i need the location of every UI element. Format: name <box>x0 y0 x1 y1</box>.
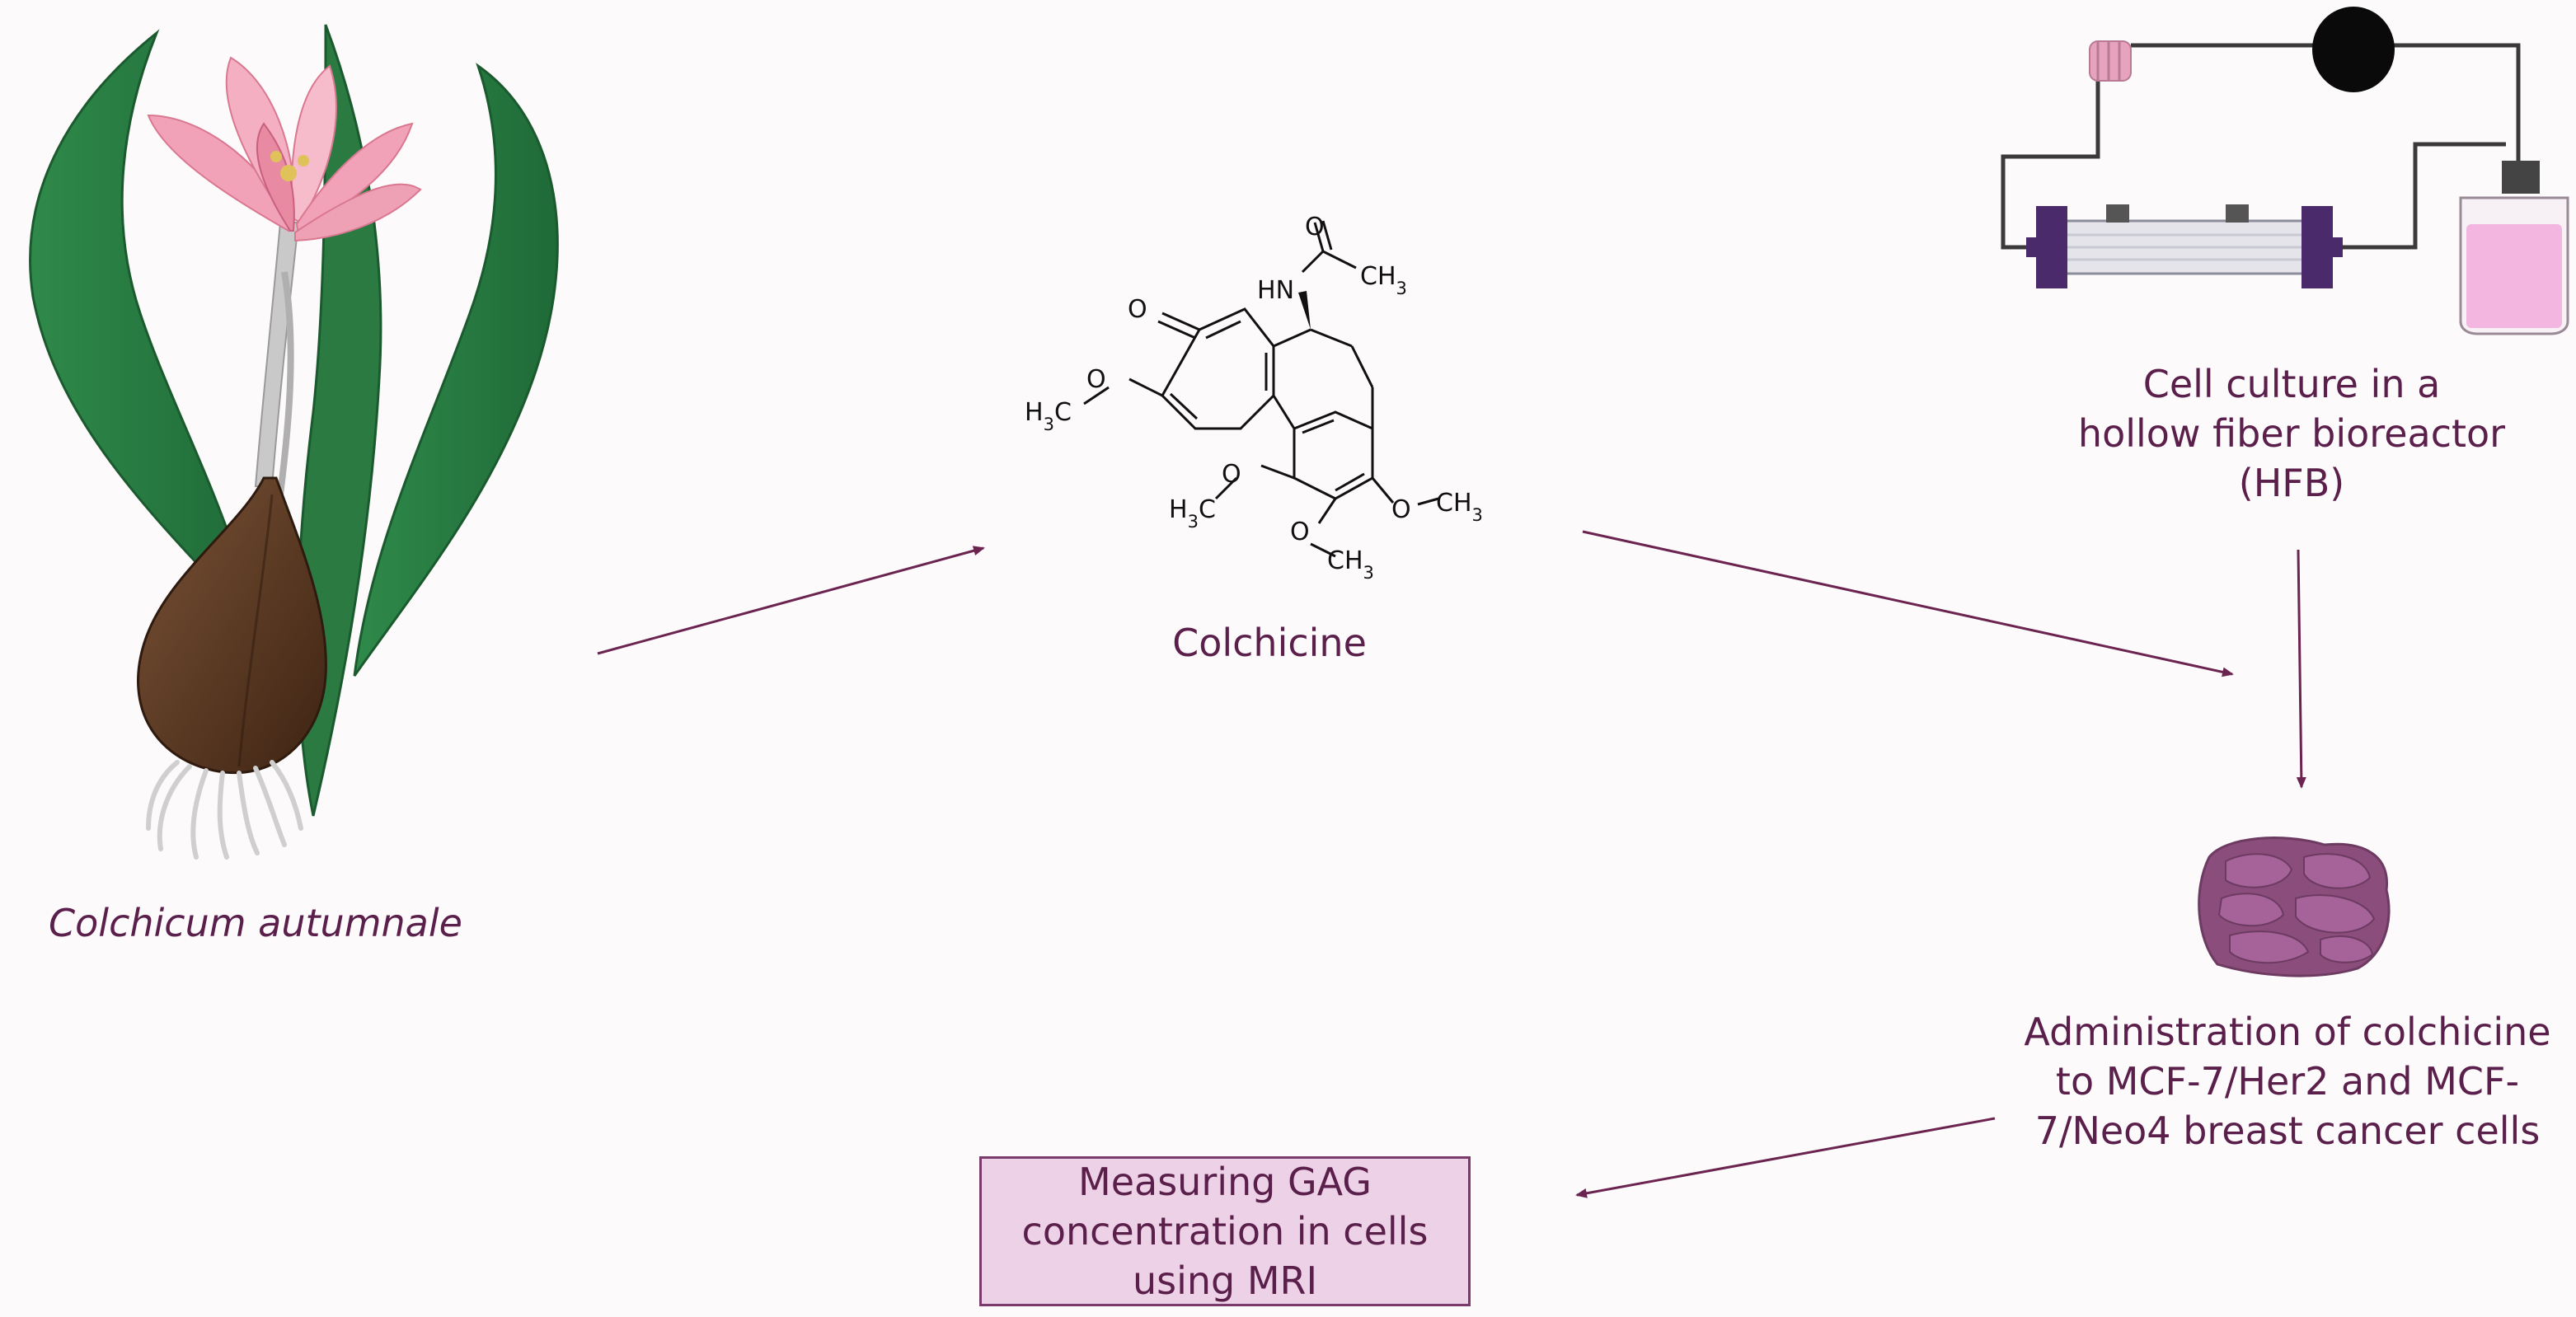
arrow-hfb-to-cells <box>2296 549 2306 789</box>
roots <box>146 760 303 860</box>
administration-label: Administration of colchicine to MCF-7/He… <box>2024 1010 2551 1153</box>
atom-ch3-acetyl: CH3 <box>1360 262 1407 298</box>
coil-icon <box>2089 40 2132 82</box>
atom-h3c-1: H3C <box>1169 495 1216 532</box>
colchicine-structure <box>1083 220 1439 558</box>
atom-ch3-2: CH3 <box>1327 546 1374 583</box>
mri-measurement-label: Measuring GAG concentration in cells usi… <box>1021 1160 1429 1303</box>
arrow-colchicine-to-cells <box>1582 530 2234 677</box>
colchicum-plant-illustration <box>29 24 559 860</box>
colchicine-label: Colchicine <box>1172 621 1367 665</box>
flow-arrows <box>597 530 2306 1198</box>
atom-o-ketone: O <box>1128 295 1147 324</box>
atom-o-methoxy-1: O <box>1222 460 1241 489</box>
atom-o-methoxy-left: O <box>1086 365 1106 394</box>
pump-icon <box>2312 7 2395 92</box>
arrow-plant-to-colchicine <box>597 546 985 655</box>
atom-ch3-3: CH3 <box>1436 489 1483 525</box>
plant-name-label: Colchicum autumnale <box>49 901 462 945</box>
breast-cancer-cells-icon <box>2198 837 2391 977</box>
hollow-fiber-cartridge <box>2026 204 2343 288</box>
medium-bottle-icon <box>2459 161 2569 335</box>
bioreactor-label: Cell culture in a hollow fiber bioreacto… <box>2077 362 2506 505</box>
atom-o-methoxy-2: O <box>1290 518 1310 546</box>
atom-h3c-left: H3C <box>1025 398 1072 434</box>
leaf-right <box>353 63 559 677</box>
arrow-cells-to-mri <box>1575 1117 1996 1198</box>
hollow-fiber-bioreactor-illustration <box>2001 7 2569 335</box>
atom-hn: HN <box>1257 276 1294 305</box>
flower <box>147 56 422 242</box>
atom-o-methoxy-3: O <box>1391 495 1411 524</box>
atom-o-acetyl: O <box>1305 213 1325 241</box>
colchicine-atom-labels: HN O CH3 O O H3C O H3C O CH3 O CH3 <box>1025 213 1483 583</box>
mri-measurement-box: Measuring GAG concentration in cells usi… <box>979 1156 1471 1306</box>
bulb <box>137 476 327 775</box>
